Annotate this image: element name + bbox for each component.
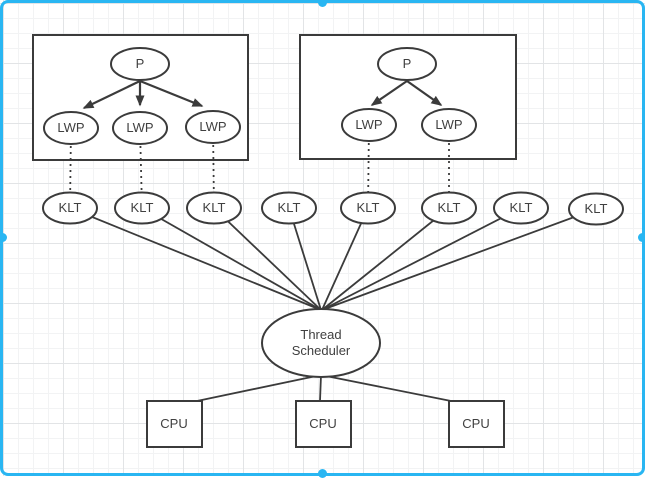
klt-node-7[interactable] [493, 191, 549, 225]
arrow-p2-lwp4[interactable] [370, 80, 408, 106]
klt-node-3[interactable] [186, 191, 242, 225]
thread-scheduler-node[interactable] [261, 308, 381, 378]
selection-handle-top-icon[interactable] [318, 0, 327, 7]
process-to-lwp-arrows[interactable] [82, 79, 443, 109]
lwp-node-2[interactable] [112, 111, 168, 145]
connector-klt3-scheduler[interactable] [213, 207, 322, 311]
connector-scheduler-cpu2[interactable] [319, 374, 322, 402]
lwp-node-4[interactable] [341, 108, 397, 142]
cpu-box-1[interactable] [146, 400, 203, 448]
connector-klt8-scheduler[interactable] [321, 208, 597, 311]
process-node-1[interactable] [110, 47, 170, 81]
arrow-p2-lwp5[interactable] [406, 80, 443, 106]
connector-klt2-scheduler[interactable] [141, 207, 322, 311]
klt-node-2[interactable] [114, 191, 170, 225]
connector-scheduler-cpu1[interactable] [196, 374, 322, 402]
connector-klt7-scheduler[interactable] [321, 207, 522, 311]
lwp-node-1[interactable] [43, 111, 99, 145]
arrow-p1-lwp1[interactable] [82, 80, 141, 109]
connector-klt5-scheduler[interactable] [321, 207, 369, 311]
connector-klt6-scheduler[interactable] [321, 207, 450, 311]
scheduler-to-cpu-connectors[interactable] [196, 374, 452, 402]
klt-node-5[interactable] [340, 191, 396, 225]
cpu-box-2[interactable] [295, 400, 352, 448]
connector-klt4-scheduler[interactable] [288, 207, 322, 311]
lwp-node-5[interactable] [421, 108, 477, 142]
lwp-node-3[interactable] [185, 110, 241, 144]
connector-klt1-scheduler[interactable] [69, 207, 322, 311]
klt-node-4[interactable] [261, 191, 317, 225]
connector-scheduler-cpu3[interactable] [320, 374, 452, 402]
klt-node-6[interactable] [421, 191, 477, 225]
selection-handle-bottom-icon[interactable] [318, 469, 327, 478]
arrow-p1-lwp3[interactable] [139, 79, 204, 108]
process-node-2[interactable] [377, 47, 437, 81]
klt-node-8[interactable] [568, 192, 624, 226]
cpu-box-3[interactable] [448, 400, 505, 448]
selection-handle-left-icon[interactable] [0, 233, 7, 242]
selection-handle-right-icon[interactable] [638, 233, 645, 242]
klt-node-1[interactable] [42, 191, 98, 225]
klt-to-scheduler-connectors[interactable] [69, 207, 597, 311]
